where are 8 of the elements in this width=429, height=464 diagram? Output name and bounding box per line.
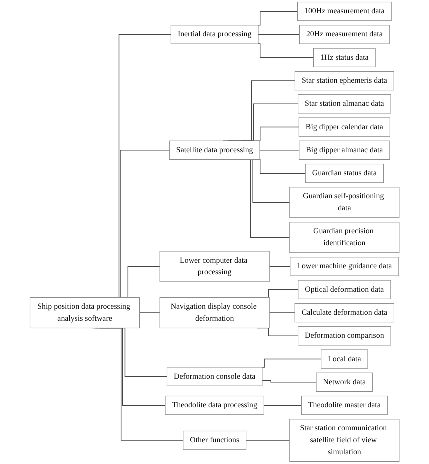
connector: [139, 312, 160, 314]
connector: [263, 405, 302, 406]
connector: [268, 266, 290, 268]
connector: [262, 380, 317, 383]
connector: [268, 312, 296, 314]
connector: [246, 440, 290, 441]
connector: [259, 150, 300, 151]
connector: [258, 34, 300, 36]
